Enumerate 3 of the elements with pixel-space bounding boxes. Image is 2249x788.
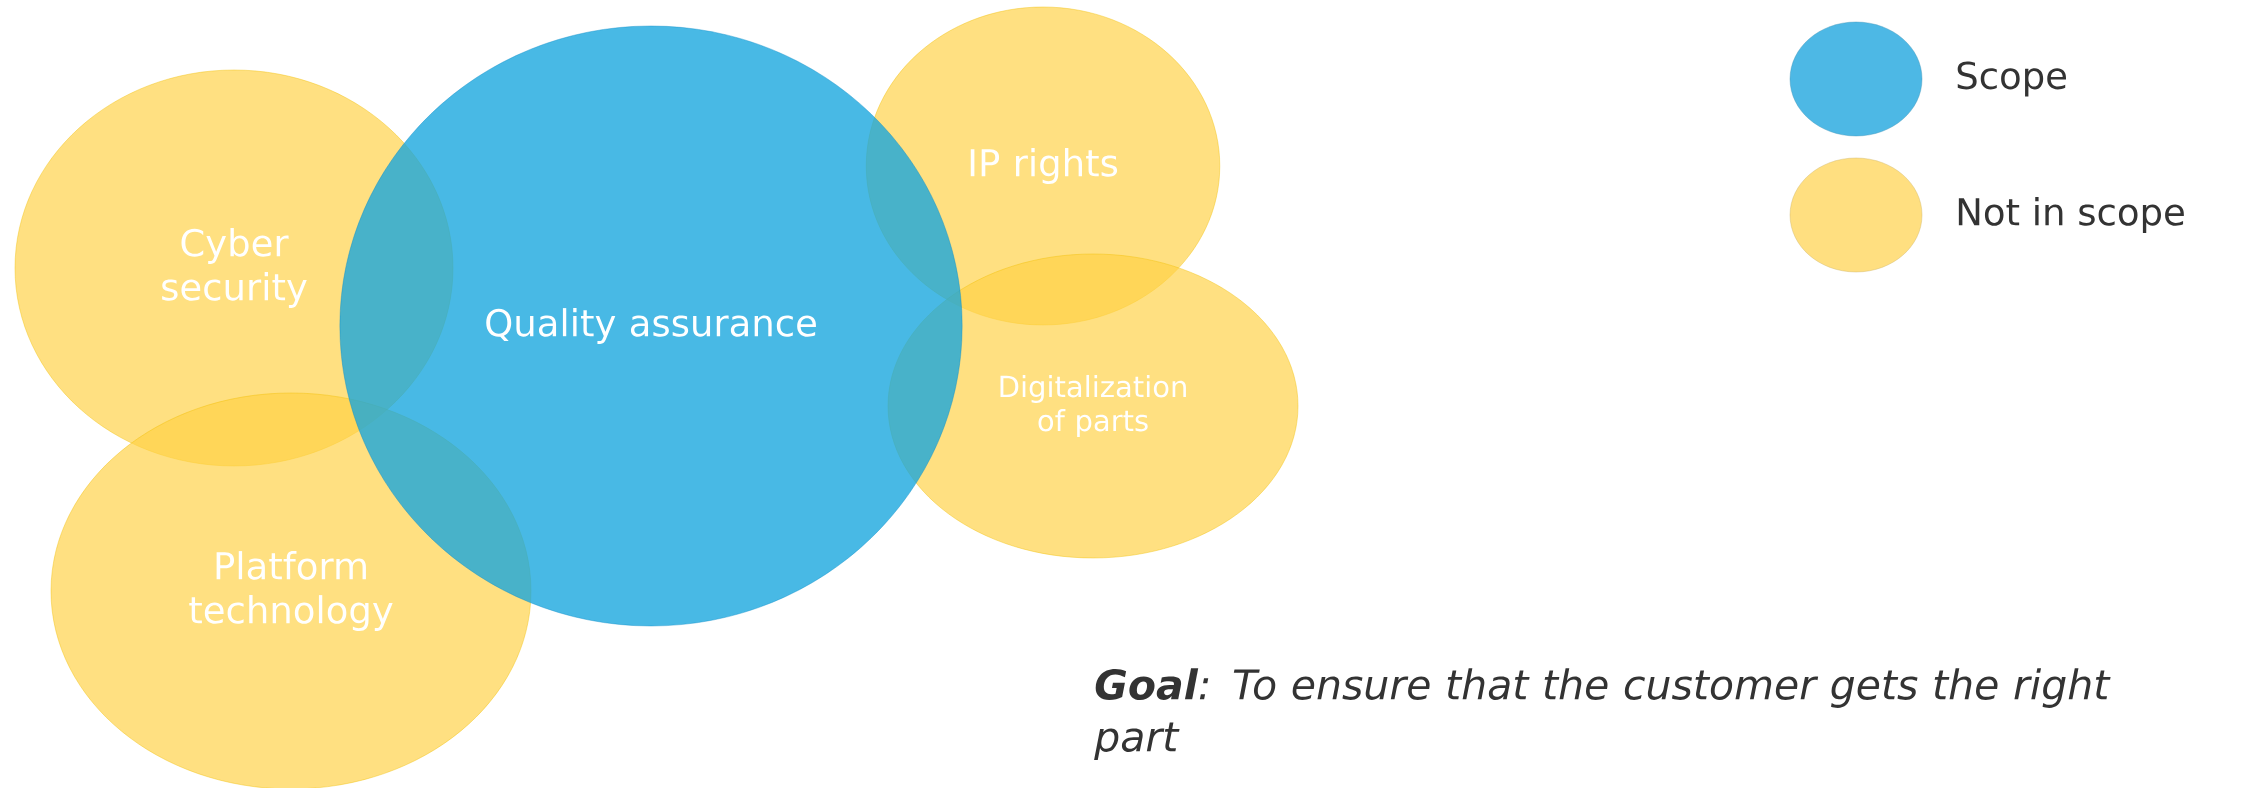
legend-label: Scope (1957, 61, 2066, 97)
goal-text: Goal: To ensure that the customer gets the right part (1094, 668, 2111, 760)
legend-label: Not in scope (1958, 197, 2184, 233)
